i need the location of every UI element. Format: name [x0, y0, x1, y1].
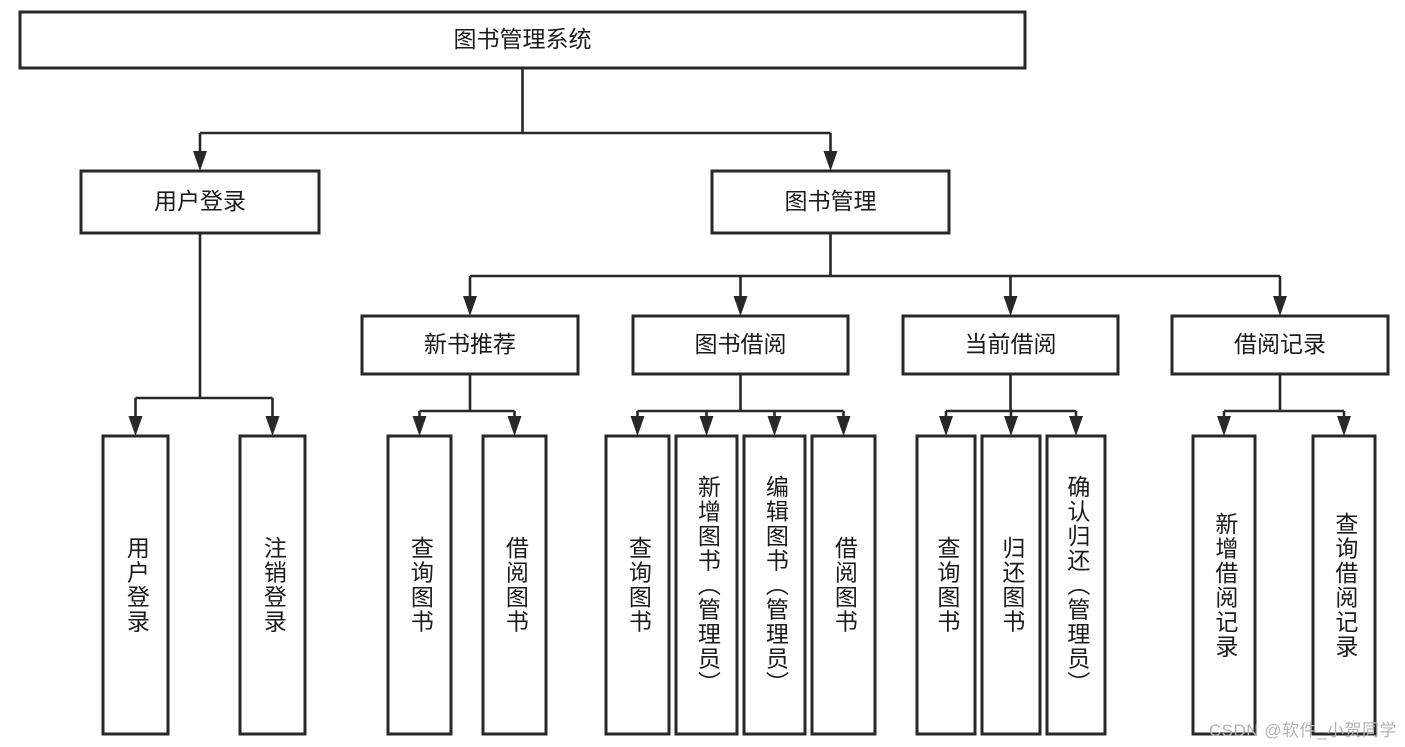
arrow-head-icon — [193, 151, 207, 171]
arrow-head-icon — [823, 151, 838, 171]
arrow-head-icon — [699, 416, 714, 436]
arrow-head-icon — [1273, 296, 1287, 316]
node-查询借阅记录-box[interactable] — [1311, 434, 1377, 736]
node-图书借阅-label: 图书借阅 — [695, 331, 787, 357]
arrow-head-icon — [1337, 416, 1351, 436]
arrow-head-icon — [1004, 416, 1018, 436]
node-图书借阅-box[interactable] — [631, 314, 850, 376]
csdn-watermark: CSDN @软件_小贺同学 — [1208, 721, 1397, 740]
node-用户登录-box[interactable] — [101, 434, 170, 736]
node-查询图书-box[interactable] — [604, 434, 671, 736]
arrow-head-icon — [767, 416, 782, 436]
arrow-head-icon — [836, 416, 851, 436]
arrow-head-icon — [265, 416, 280, 436]
arrow-head-icon — [463, 296, 477, 316]
node-图书管理-label: 图书管理 — [785, 188, 877, 214]
node-归还图书-box[interactable] — [980, 434, 1042, 736]
node-新书推荐-box[interactable] — [360, 314, 580, 376]
node-借阅图书-box[interactable] — [810, 434, 877, 736]
arrow-head-icon — [630, 416, 645, 436]
arrow-head-icon — [412, 416, 427, 436]
node-借阅图书-box[interactable] — [481, 434, 548, 736]
connector-edges — [128, 68, 1351, 436]
node-图书管理系统-box[interactable] — [18, 10, 1027, 70]
arrow-head-icon — [733, 296, 748, 316]
node-编辑图书管理员-box[interactable] — [742, 434, 807, 736]
arrow-head-icon — [1069, 416, 1083, 436]
node-用户登录-label: 用户登录 — [154, 188, 246, 214]
node-借阅记录-box[interactable] — [1170, 314, 1390, 376]
arrow-head-icon — [507, 416, 522, 436]
arrow-head-icon — [1217, 416, 1231, 436]
node-当前借阅-label: 当前借阅 — [965, 331, 1057, 357]
node-新增借阅记录-box[interactable] — [1191, 434, 1257, 736]
node-图书管理-box[interactable] — [710, 169, 951, 235]
node-查询图书-box[interactable] — [915, 434, 977, 736]
node-确认归还管理员-box[interactable] — [1045, 434, 1107, 736]
node-注销登录-box[interactable] — [238, 434, 307, 736]
arrow-head-icon — [939, 416, 953, 436]
node-借阅记录-label: 借阅记录 — [1234, 331, 1326, 357]
node-新书推荐-label: 新书推荐 — [424, 331, 516, 357]
node-boxes — [18, 10, 1390, 736]
arrow-head-icon — [1003, 296, 1018, 316]
node-图书管理系统-label: 图书管理系统 — [454, 26, 592, 52]
node-当前借阅-box[interactable] — [901, 314, 1120, 376]
node-查询图书-box[interactable] — [386, 434, 453, 736]
node-用户登录-box[interactable] — [79, 169, 321, 235]
arrow-head-icon — [128, 416, 143, 436]
node-新增图书管理员-box[interactable] — [674, 434, 739, 736]
